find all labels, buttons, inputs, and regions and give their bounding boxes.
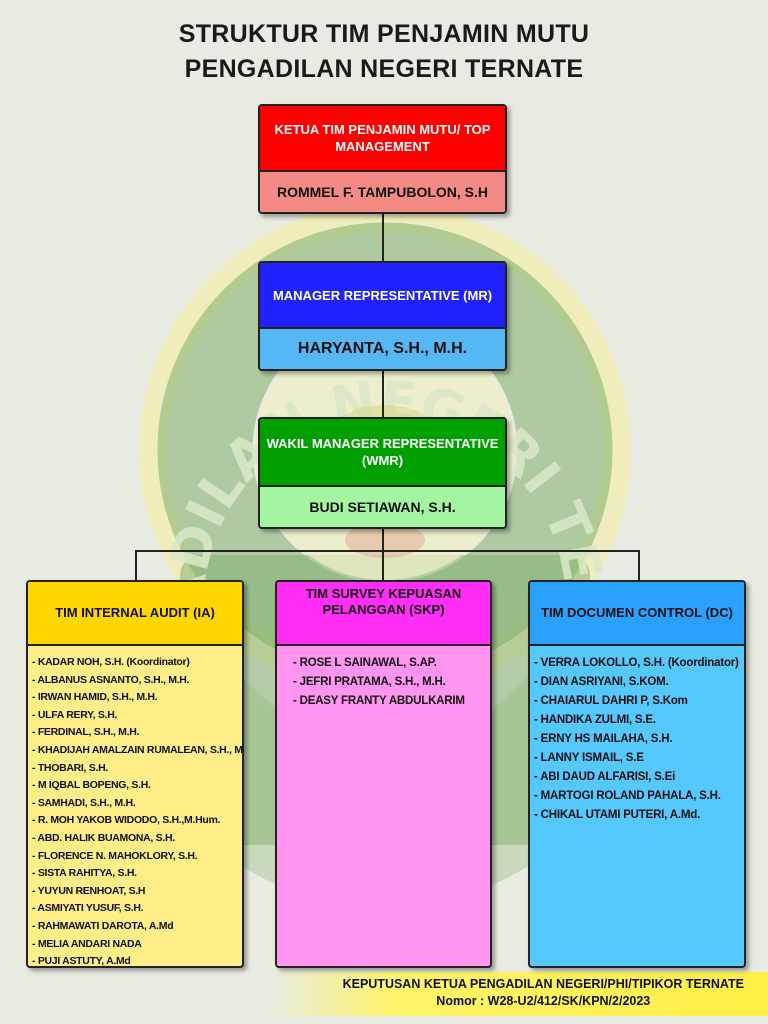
- ketua-box: KETUA TIM PENJAMIN MUTU/ TOP MANAGEMENT …: [258, 104, 507, 214]
- team-member: - FERDINAL, S.H., M.H.: [32, 726, 140, 739]
- team-member: - YUYUN RENHOAT, S.H: [32, 884, 146, 897]
- team-member: - M IQBAL BOPENG, S.H.: [32, 779, 151, 792]
- connector-bus-skp: [382, 550, 384, 582]
- team-member: - LANNY ISMAIL, S.E: [534, 752, 644, 764]
- decree-title: KEPUTUSAN KETUA PENGADILAN NEGERI/PHI/TI…: [342, 977, 744, 991]
- team-ia-title: TIM INTERNAL AUDIT (IA): [28, 582, 242, 646]
- team-member: - MARTOGI ROLAND PAHALA, S.H.: [534, 790, 721, 802]
- team-ia-members: - KADAR NOH, S.H. (Koordinator) - ALBANUS…: [28, 646, 244, 968]
- decree-number: Nomor : W28-U2/412/SK/KPN/2/2023: [436, 994, 651, 1008]
- connector-wmr-bus: [382, 527, 384, 551]
- team-member: - DIAN ASRIYANI, S.KOM.: [534, 676, 669, 688]
- team-skp-title: TIM SURVEY KEPUASAN PELANGGAN (SKP): [277, 582, 490, 646]
- team-member: - ASMIYATI YUSUF, S.H.: [32, 902, 144, 915]
- connector-mr-wmr: [382, 370, 384, 418]
- team-member: - ULFA RERY, S.H.: [32, 708, 118, 721]
- team-member: - IRWAN HAMID, S.H., M.H.: [32, 691, 158, 704]
- team-document-control: TIM DOCUMEN CONTROL (DC) - VERRA LOKOLLO…: [528, 580, 746, 968]
- team-member: - ABI DAUD ALFARISI, S.Ei: [534, 771, 676, 783]
- team-member: - HANDIKA ZULMI, S.E.: [534, 714, 656, 726]
- footer-band: [270, 972, 768, 1016]
- team-dc-title: TIM DOCUMEN CONTROL (DC): [530, 582, 744, 646]
- team-member: - DEASY FRANTY ABDULKARIM: [293, 695, 465, 707]
- connector-bus: [135, 550, 640, 552]
- team-member: - ROSE L SAINAWAL, S.AP.: [293, 657, 437, 669]
- team-dc-members: - VERRA LOKOLLO, S.H. (Koordinator) - DIA…: [530, 646, 744, 825]
- team-member: - CHAIARUL DAHRI P, S.Kom: [534, 695, 688, 707]
- team-member: - PUJI ASTUTY, A.Md: [32, 955, 131, 968]
- connector-bus-ia: [135, 550, 137, 582]
- mr-box: MANAGER REPRESENTATIVE (MR) HARYANTA, S.…: [258, 261, 507, 371]
- team-member: - KHADIJAH AMALZAIN RUMALEAN, S.H., M.H.: [32, 743, 244, 756]
- team-internal-audit: TIM INTERNAL AUDIT (IA) - KADAR NOH, S.H…: [26, 580, 244, 968]
- team-member: - JEFRI PRATAMA, S.H., M.H.: [293, 676, 446, 688]
- page-title-line2: PENGADILAN NEGERI TERNATE: [184, 55, 584, 83]
- team-member: - CHIKAL UTAMI PUTERI, A.Md.: [534, 809, 701, 821]
- wmr-role: WAKIL MANAGER REPRESENTATIVE (WMR): [260, 419, 505, 487]
- page-title-line1: STRUKTUR TIM PENJAMIN MUTU: [178, 20, 590, 48]
- team-member: - SISTA RAHITYA, S.H.: [32, 867, 137, 880]
- team-member: - R. MOH YAKOB WIDODO, S.H.,M.Hum.: [32, 814, 221, 827]
- team-member: - FLORENCE N. MAHOKLORY, S.H.: [32, 849, 198, 862]
- decree-reference: KEPUTUSAN KETUA PENGADILAN NEGERI/PHI/TI…: [343, 976, 744, 1010]
- mr-name: HARYANTA, S.H., M.H.: [260, 329, 505, 369]
- team-member: - ABD. HALIK BUAMONA, S.H.: [32, 831, 175, 844]
- connector-ketua-mr: [382, 212, 384, 262]
- team-skp-members: - ROSE L SAINAWAL, S.AP. - JEFRI PRATAMA,…: [277, 646, 490, 711]
- team-member: - ALBANUS ASNANTO, S.H., M.H.: [32, 673, 190, 686]
- team-member: - THOBARI, S.H.: [32, 761, 108, 774]
- ketua-name: ROMMEL F. TAMPUBOLON, S.H: [260, 172, 505, 212]
- team-member: - RAHMAWATI DAROTA, A.Md: [32, 919, 174, 932]
- wmr-box: WAKIL MANAGER REPRESENTATIVE (WMR) BUDI …: [258, 417, 507, 529]
- team-member: - SAMHADI, S.H., M.H.: [32, 796, 136, 809]
- team-member: - VERRA LOKOLLO, S.H. (Koordinator): [534, 657, 739, 669]
- ketua-role: KETUA TIM PENJAMIN MUTU/ TOP MANAGEMENT: [260, 106, 505, 172]
- team-member: - MELIA ANDARI NADA: [32, 937, 142, 950]
- connector-bus-dc: [638, 550, 640, 582]
- wmr-name: BUDI SETIAWAN, S.H.: [260, 487, 505, 527]
- team-survey-kepuasan: TIM SURVEY KEPUASAN PELANGGAN (SKP) - RO…: [275, 580, 492, 968]
- team-member: - ERNY HS MAILAHA, S.H.: [534, 733, 673, 745]
- mr-role: MANAGER REPRESENTATIVE (MR): [260, 263, 505, 329]
- team-member: - KADAR NOH, S.H. (Koordinator): [32, 656, 190, 668]
